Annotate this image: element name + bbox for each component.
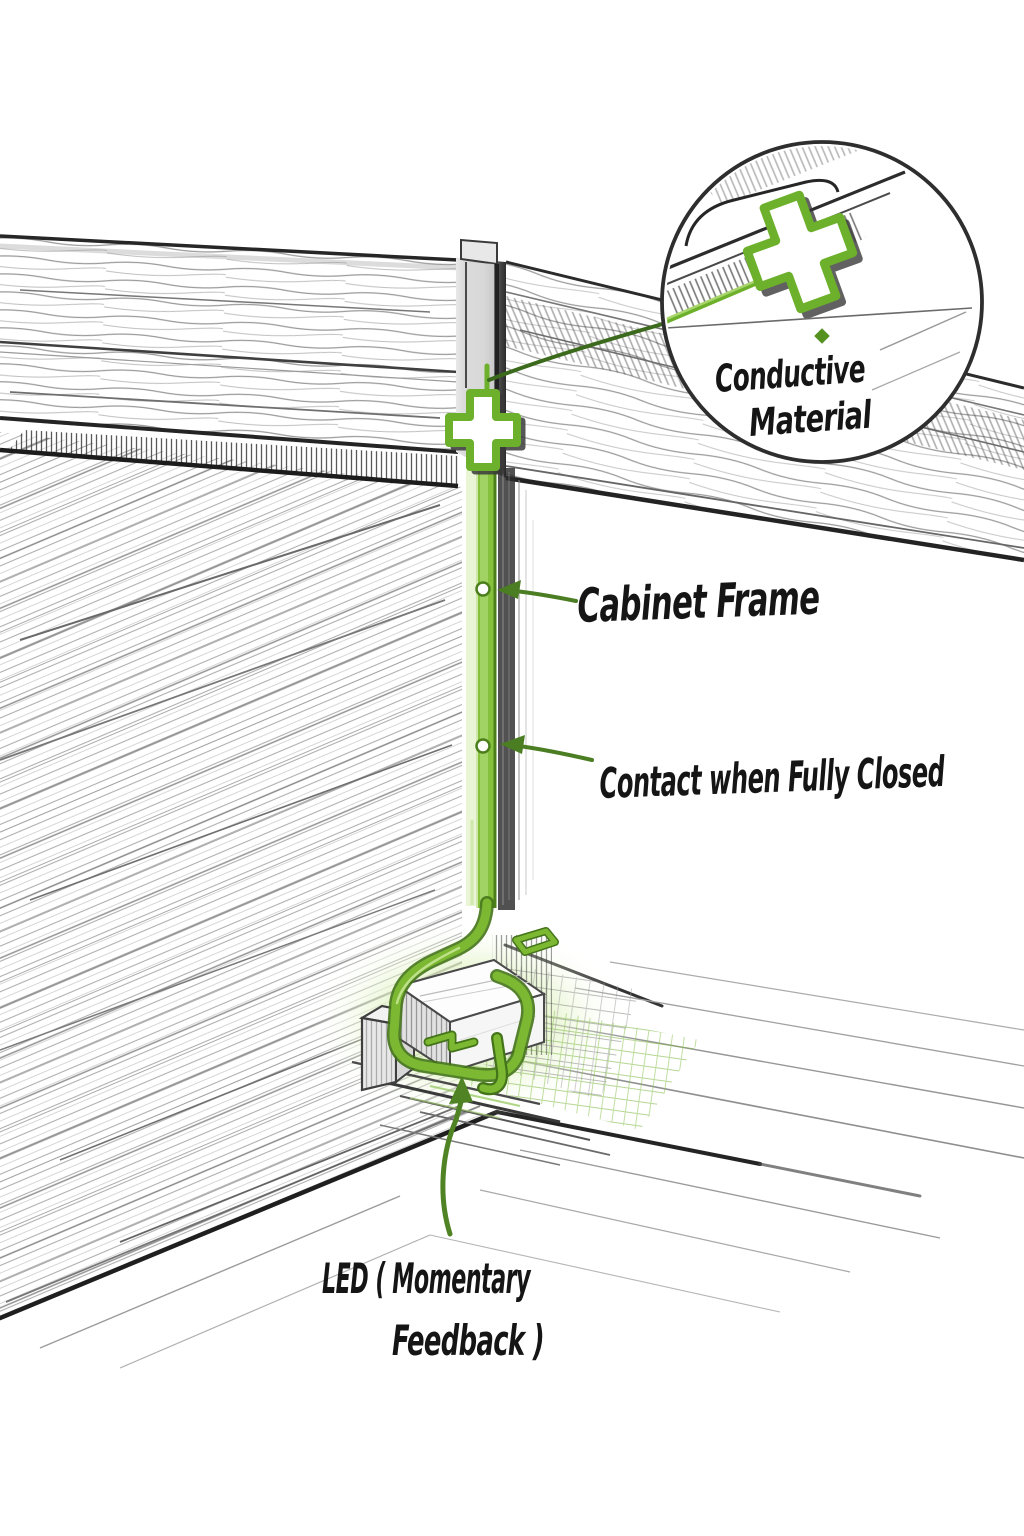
annotation-led: LED ( Momentary Feedback ) — [322, 1076, 545, 1365]
cross-connector — [445, 363, 526, 475]
left-wall-panel — [0, 432, 490, 1322]
annotation-contact: Contact when Fully Closed — [500, 735, 946, 808]
contact-label: Contact when Fully Closed — [599, 747, 947, 808]
annotation-cabinet-frame: Cabinet Frame — [497, 571, 820, 634]
top-rail-left — [0, 234, 459, 489]
led-label-line2: Feedback ) — [392, 1316, 544, 1365]
conductive-strip — [466, 452, 534, 910]
led-label-line1: LED ( Momentary — [322, 1254, 531, 1303]
sensor-loop — [386, 896, 559, 1096]
callout-circle: Conductive Material — [660, 140, 984, 464]
callout-leader-line — [487, 321, 668, 382]
cabinet-frame-label: Cabinet Frame — [576, 571, 820, 634]
callout-label-line1: Conductive — [714, 347, 867, 401]
led-arrow-icon — [440, 1099, 464, 1237]
contact-node-upper — [475, 581, 491, 597]
conductive-profile-cross-section — [742, 190, 863, 319]
cabinet-frame-arrow-icon — [512, 589, 578, 603]
latch-assembly — [308, 896, 700, 1166]
contact-node-lower — [475, 738, 491, 754]
contact-arrow-icon — [516, 744, 594, 762]
callout-label-line2: Material — [748, 392, 874, 445]
floor-corner — [0, 943, 1024, 1369]
